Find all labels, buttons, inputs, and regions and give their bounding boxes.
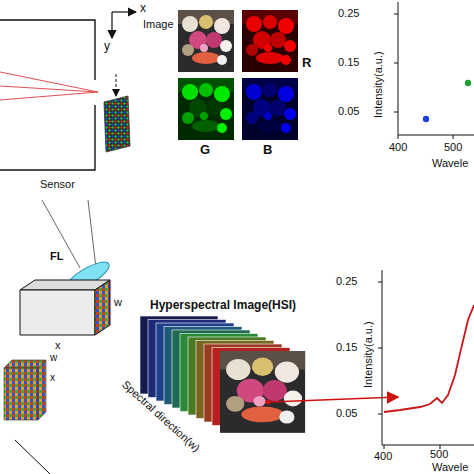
figure-label: 400 (389, 141, 407, 153)
figure-label: x (50, 372, 55, 383)
figure-label: G (200, 143, 210, 157)
figure-label: 400 (374, 450, 392, 462)
figure-label: 0.05 (338, 105, 359, 117)
figure-label: R (302, 56, 311, 70)
figure-label: 500 (430, 448, 448, 460)
green-channel (178, 78, 234, 140)
small-cube (4, 360, 46, 420)
blue-channel (242, 78, 298, 140)
data-cube (20, 280, 110, 335)
figure-label: B (263, 143, 272, 157)
figure-label: Intensity(a.u.) (362, 321, 374, 388)
hsi-image (220, 351, 305, 433)
figure-label: 0.15 (338, 56, 359, 68)
figure-label: FL (50, 250, 63, 262)
data-dot (465, 80, 471, 86)
color-image (178, 10, 234, 72)
figure-label: y (104, 40, 110, 53)
chart-axes (394, 2, 474, 139)
figure-label: 0.25 (336, 275, 357, 287)
axis-arrow (111, 12, 112, 38)
figure-label: 0.05 (336, 407, 357, 419)
pixel-arrow (270, 397, 398, 402)
figure-label: Image (143, 18, 174, 30)
figure-label: Hyperspectral Image(HSI) (150, 299, 296, 312)
pixel-dot (266, 400, 271, 405)
figure-label: w (50, 352, 57, 363)
figure-label: Wavele (432, 157, 468, 169)
figure-label: x (55, 339, 61, 351)
figure-label: Intensity(a.u.) (372, 51, 384, 118)
figure-label: 500 (444, 141, 462, 153)
red-channel (242, 10, 298, 72)
dashed-arrow (116, 74, 117, 96)
figure-label: 0.15 (336, 341, 357, 353)
axis-arrow (112, 11, 136, 12)
figure-label: x (140, 2, 146, 15)
figure-label: 0.25 (338, 7, 359, 19)
spectrum-curve (384, 305, 474, 412)
frame-line (15, 440, 50, 474)
sensor-grid (104, 96, 130, 152)
figure-label: w (114, 296, 122, 308)
chart-axes (378, 270, 474, 449)
camera-body (0, 20, 95, 170)
light-rays (0, 72, 98, 100)
figure-label: Wavele (432, 461, 468, 473)
figure-label: Sensor (40, 178, 75, 190)
data-dot (423, 116, 429, 122)
